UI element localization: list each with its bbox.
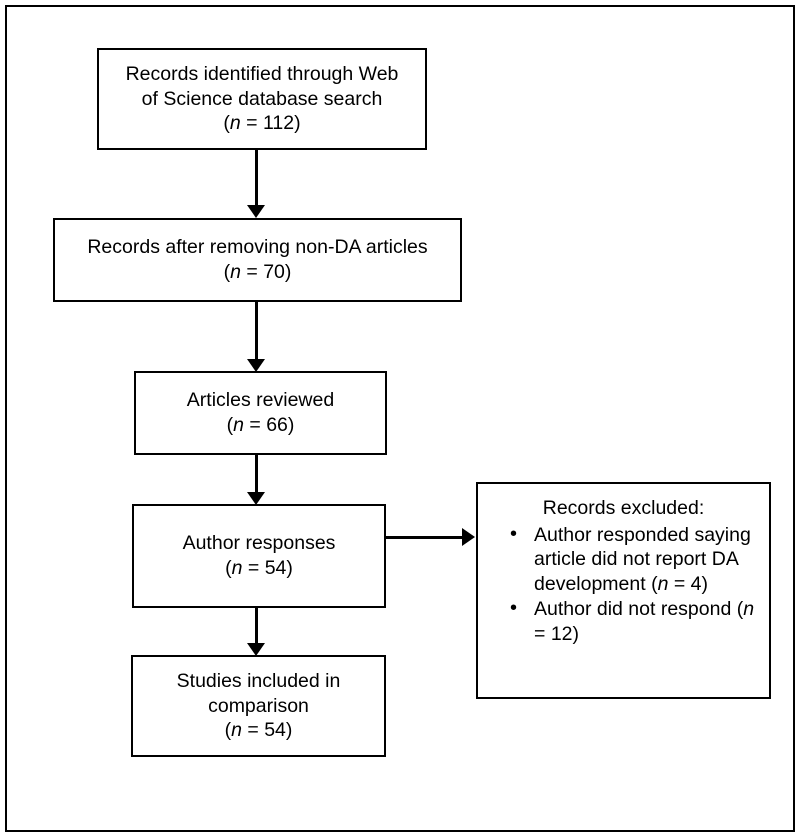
box-text-line: Articles reviewed (186, 389, 335, 412)
count-paren-close: ) (287, 414, 295, 436)
count-paren-open: ( (223, 261, 231, 283)
box-count-line: (n = 54) (225, 556, 293, 581)
excluded-list: Author responded saying article did not … (488, 522, 759, 647)
excluded-item-text: development (534, 572, 652, 595)
excluded-list-item: Author did not respond (n = 12) (510, 596, 759, 646)
box-text-line: Records after removing non-DA articles (87, 236, 428, 259)
excluded-item-line: saying article did not (534, 523, 751, 571)
count-equals: = (241, 719, 265, 742)
box-text-line: comparison (208, 694, 309, 717)
box-text-line: of Science database search (141, 87, 383, 110)
excluded-item-line: Author responded (534, 523, 690, 546)
connector-line-3 (255, 455, 258, 495)
count-paren-close: ) (572, 622, 580, 645)
excluded-item-text: respond (660, 598, 737, 621)
box-text-line: Studies included in (176, 670, 341, 693)
count-value: 12 (550, 622, 573, 645)
arrow-head-down-4-icon (247, 643, 265, 656)
excluded-item-count-line: respond (n = 12) (534, 598, 754, 645)
count-equals: = (240, 112, 263, 135)
box-count-line: (n = 70) (224, 260, 292, 285)
count-paren-close: ) (701, 572, 709, 595)
box-count-line: (n = 112) (223, 111, 300, 136)
count-equals: = (668, 572, 691, 595)
connector-line-5 (386, 536, 466, 539)
count-symbol-n: n (231, 557, 243, 579)
box-count-line: (n = 66) (227, 413, 295, 438)
count-symbol-n: n (230, 261, 241, 283)
count-equals: = (534, 622, 551, 645)
excluded-item-line: Author did not (534, 598, 656, 621)
connector-line-2 (255, 302, 258, 362)
count-symbol-n: n (657, 572, 669, 595)
flow-box-studies-included: Studies included in comparison (n = 54) (131, 655, 386, 757)
excluded-title: Records excluded: (542, 497, 705, 519)
box-text-line: Author responses (182, 532, 336, 555)
flow-box-articles-reviewed: Articles reviewed (n = 66) (134, 371, 387, 455)
count-value: 70 (263, 261, 285, 283)
excluded-item-line: report DA (655, 548, 738, 571)
flow-box-records-excluded: Records excluded: Author responded sayin… (476, 482, 771, 699)
count-value: 54 (264, 719, 286, 742)
arrow-head-down-2-icon (247, 359, 265, 372)
count-paren-open: ( (224, 719, 232, 742)
count-value: 112 (263, 112, 295, 135)
count-value: 4 (690, 572, 702, 595)
count-symbol-n: n (743, 598, 755, 621)
count-paren-open: ( (225, 557, 232, 579)
excluded-list-item: Author responded saying article did not … (510, 522, 759, 597)
count-symbol-n: n (229, 112, 241, 135)
count-equals: = (243, 414, 267, 436)
connector-line-4 (255, 608, 258, 646)
arrow-head-down-1-icon (247, 205, 265, 218)
count-paren-close: ) (284, 261, 292, 283)
box-count-line: (n = 54) (225, 718, 293, 743)
box-text-line: Records identified through Web (125, 63, 399, 86)
count-paren-close: ) (285, 719, 293, 742)
arrow-head-right-icon (462, 528, 475, 546)
count-paren-open: ( (223, 112, 230, 135)
count-value: 54 (264, 557, 287, 579)
count-paren-open: ( (226, 414, 234, 436)
connector-line-1 (255, 150, 258, 208)
flow-box-author-responses: Author responses (n = 54) (132, 504, 386, 608)
count-symbol-n: n (233, 414, 244, 436)
arrow-head-down-3-icon (247, 492, 265, 505)
count-paren-open: ( (736, 598, 744, 621)
count-paren-close: ) (294, 112, 301, 135)
count-value: 66 (266, 414, 288, 436)
flow-box-records-identified: Records identified through Web of Scienc… (97, 48, 427, 150)
count-paren-open: ( (651, 572, 658, 595)
count-equals: = (242, 557, 265, 579)
count-equals: = (240, 261, 264, 283)
flow-box-records-after-removing: Records after removing non-DA articles (… (53, 218, 462, 302)
excluded-item-count-line: development (n = 4) (534, 573, 708, 595)
count-paren-close: ) (286, 557, 293, 579)
count-symbol-n: n (231, 719, 242, 742)
